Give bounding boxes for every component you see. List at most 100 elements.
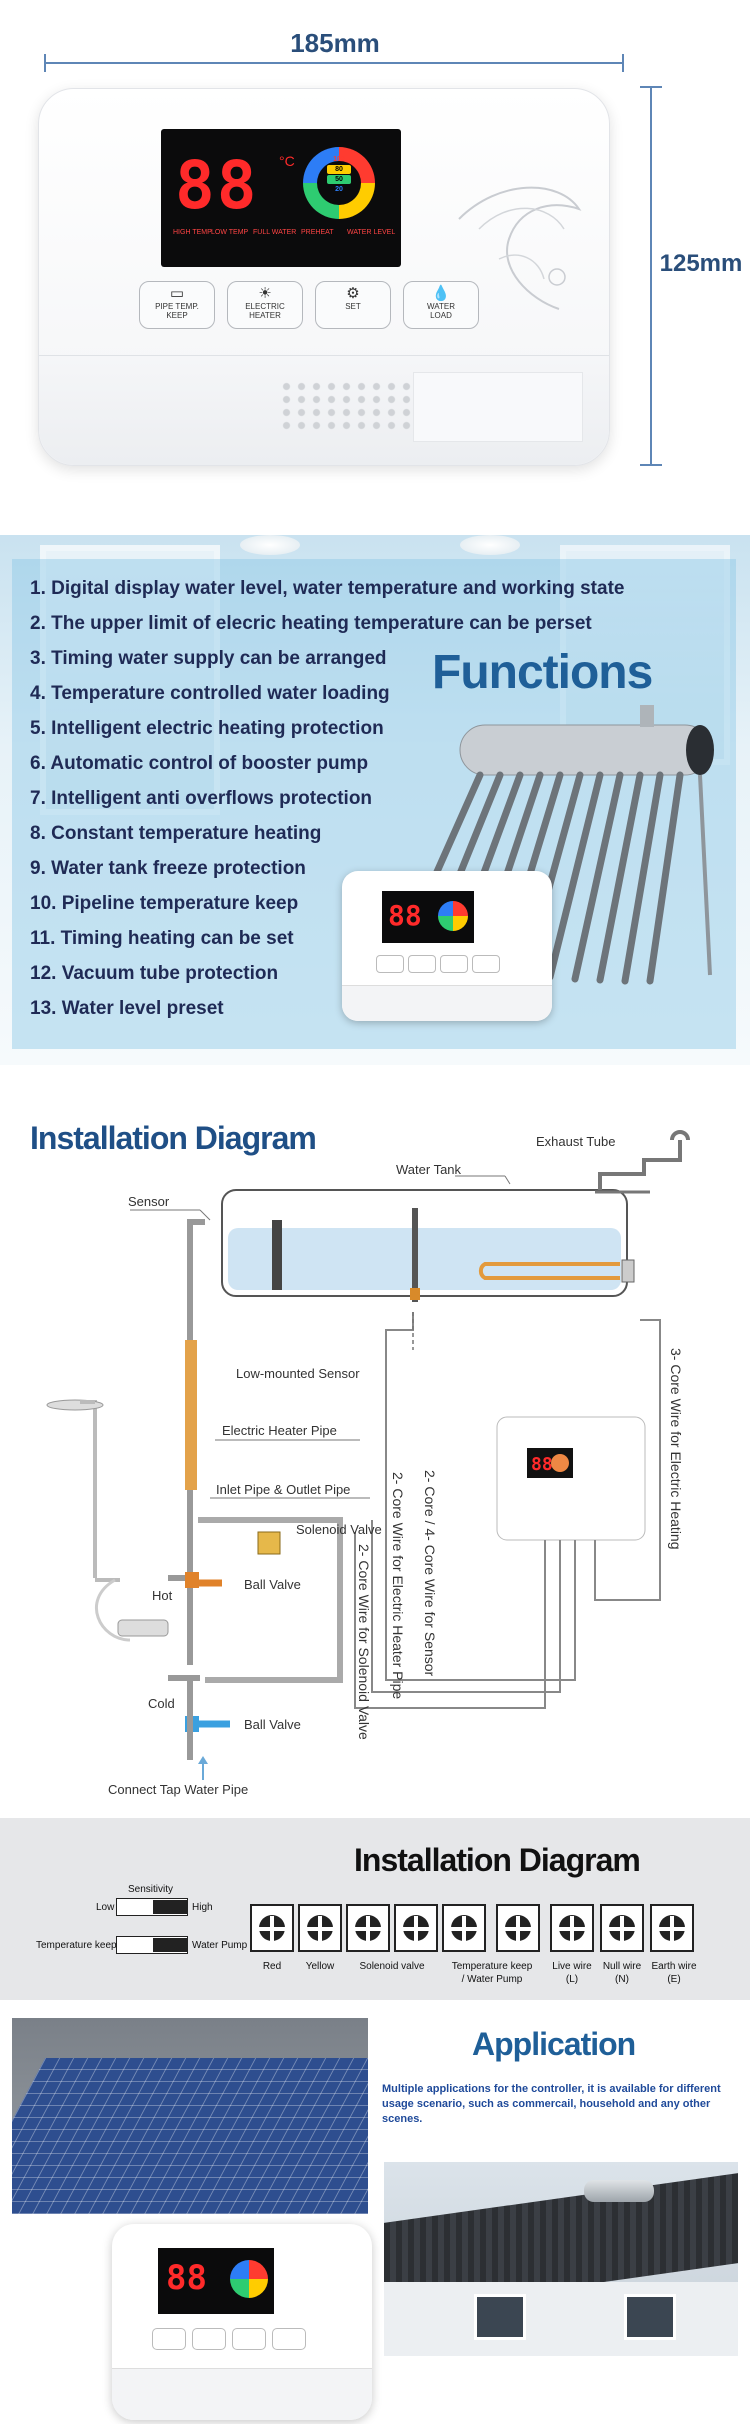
cold-label: Cold	[148, 1696, 175, 1711]
terminal-label-yellow: Yellow	[305, 1961, 335, 1972]
level-100: 100	[333, 156, 345, 163]
functions-list: 1. Digital display water level, water te…	[30, 571, 730, 1026]
decorative-flourish-icon	[458, 186, 582, 310]
application-title: Application	[472, 2026, 636, 2062]
mini-lcd-digits: 88	[388, 899, 422, 932]
width-tick-right	[622, 54, 624, 72]
mini-level-ring	[438, 901, 468, 931]
terminal-label-earth: Earth wire (E)	[651, 1961, 697, 1985]
connect-tap-label: Connect Tap Water Pipe	[108, 1782, 249, 1797]
low-sensor-label: Low-mounted Sensor	[236, 1366, 360, 1381]
terminal-yellow	[298, 1904, 342, 1952]
mini-controller: 88	[342, 871, 552, 1021]
function-item: 13. Water level preset	[30, 998, 224, 1019]
sensitivity-high: High	[192, 1902, 213, 1913]
functions-section: 1. Digital display water level, water te…	[0, 535, 750, 1065]
application-button	[192, 2328, 226, 2350]
application-controller: 88	[112, 2224, 372, 2420]
application-button-row	[152, 2328, 306, 2350]
terminal-label-live: Live wire (L)	[552, 1961, 592, 1985]
level-20: 20	[335, 186, 343, 193]
vent-holes	[279, 380, 429, 430]
installation-schematic: 88	[46, 1130, 690, 1780]
terminal-red	[250, 1904, 294, 1952]
terminal-solenoid-2	[394, 1904, 438, 1952]
water-level-scale: 100 80 50 20	[327, 155, 351, 195]
exhaust-tube-label: Exhaust Tube	[536, 1134, 616, 1149]
solar-panels-photo	[12, 2018, 368, 2214]
lcd-digits: 88	[175, 147, 259, 224]
water-drop-icon: 💧	[431, 285, 451, 302]
function-item: 5. Intelligent electric heating protecti…	[30, 718, 384, 739]
gear-icon: ⚙	[346, 285, 360, 302]
ceiling-lamp	[460, 535, 520, 555]
mini-lcd: 88	[382, 891, 474, 943]
sensor-label: Sensor	[128, 1194, 170, 1209]
wire-heater-pipe-label: 2- Core Wire for Electric Heater Pipe	[390, 1472, 406, 1700]
mini-button	[376, 955, 404, 973]
pipe-temp-keep-button[interactable]: ▭ PIPE TEMP. KEEP	[139, 281, 215, 329]
terminal-label-red: Red	[262, 1961, 282, 1972]
sensitivity-low: Low	[96, 1902, 115, 1913]
dimensions-section: 185mm 125mm 88 °C 100 80 50 20	[0, 0, 750, 530]
application-section: Application Multiple applications for th…	[0, 2006, 750, 2424]
width-dimension: 185mm	[290, 28, 380, 58]
house-rooftop-photo	[384, 2162, 738, 2356]
function-item: 12. Vacuum tube protection	[30, 963, 279, 984]
controller-front: 88 °C 100 80 50 20 HIGH TEMP LOW TEMP FU…	[38, 88, 610, 466]
terminal-solenoid-1	[346, 1904, 390, 1952]
application-button	[152, 2328, 186, 2350]
function-item: 10. Pipeline temperature keep	[30, 893, 299, 914]
electric-heater-button[interactable]: ☀ ELECTRIC HEATER	[227, 281, 303, 329]
function-item: 6. Automatic control of booster pump	[30, 753, 369, 774]
terminal-null	[600, 1904, 644, 1952]
installation-title-2: Installation Diagram	[354, 1842, 641, 1878]
wire-sensor-label: 2- Core / 4- Core Wire for Sensor	[422, 1470, 438, 1677]
function-item: 7. Intelligent anti overflows protection	[30, 788, 373, 809]
terminal-label-null: Null wire (N)	[602, 1961, 642, 1985]
controller-button-row: ▭ PIPE TEMP. KEEP ☀ ELECTRIC HEATER ⚙ SE…	[139, 281, 479, 329]
ball-valve-hot-label: Ball Valve	[244, 1577, 301, 1592]
lcd-indicator-level: WATER LEVEL	[347, 229, 396, 236]
wire-solenoid-label: 2- Core Wire for Solenoid Valve	[356, 1544, 372, 1740]
terminal-live	[550, 1904, 594, 1952]
function-item: 4. Temperature controlled water loading	[30, 683, 390, 704]
solenoid-valve-label: Solenoid Valve	[296, 1522, 382, 1537]
function-item: 8. Constant temperature heating	[30, 823, 322, 844]
lcd-indicator-high: HIGH TEMP	[173, 229, 212, 236]
mini-button	[472, 955, 500, 973]
mode-switch[interactable]	[116, 1936, 188, 1954]
ball-valve-cold-label: Ball Valve	[244, 1717, 301, 1732]
hot-label: Hot	[152, 1588, 173, 1603]
set-button[interactable]: ⚙ SET	[315, 281, 391, 329]
function-item: 3. Timing water supply can be arranged	[30, 648, 387, 669]
mode-left-label: Temperature keep	[36, 1940, 117, 1951]
controller-bottom-cover	[39, 355, 609, 465]
ceiling-lamp	[240, 535, 300, 555]
mini-button-row	[376, 955, 500, 973]
water-load-button[interactable]: 💧 WATER LOAD	[403, 281, 479, 329]
installation-title: Installation Diagram	[30, 1120, 317, 1156]
lcd-unit: °C	[279, 153, 295, 169]
sensitivity-switch[interactable]	[116, 1898, 188, 1916]
mini-bottom-cover	[342, 985, 552, 1021]
application-lcd: 88	[158, 2248, 274, 2314]
application-button	[272, 2328, 306, 2350]
lcd-display: 88 °C 100 80 50 20 HIGH TEMP LOW TEMP FU…	[161, 129, 401, 267]
width-tick-left	[44, 54, 46, 72]
width-dimension-line	[44, 62, 624, 64]
background-window	[40, 545, 220, 815]
terminal-earth	[650, 1904, 694, 1952]
sensitivity-caption: Sensitivity	[128, 1884, 174, 1895]
level-80: 80	[327, 165, 351, 174]
mode-right-label: Water Pump	[192, 1940, 248, 1951]
wire-heating-label: 3- Core Wire for Electric Heating	[668, 1348, 684, 1550]
label-area	[413, 372, 583, 442]
lcd-indicator-full: FULL WATER	[253, 229, 297, 236]
application-level-ring	[230, 2260, 268, 2298]
application-bottom-cover	[112, 2368, 372, 2420]
application-description: Multiple applications for the controller…	[382, 2083, 721, 2125]
svg-text:88: 88	[531, 1454, 553, 1475]
height-tick-bottom	[640, 464, 662, 466]
